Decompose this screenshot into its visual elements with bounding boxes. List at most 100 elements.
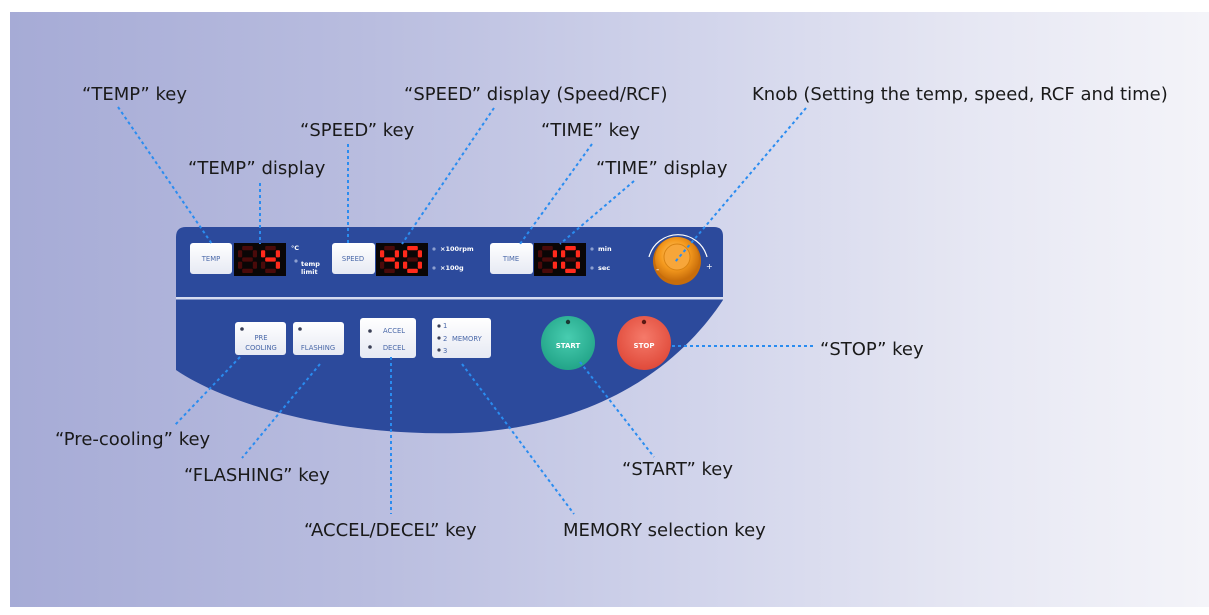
callout-speed-key: “SPEED” key — [300, 120, 415, 141]
seven-segment-digit — [380, 246, 399, 273]
rpm-unit: ×100rpm — [440, 245, 474, 253]
leader-precooling-key — [173, 356, 241, 427]
segment-d — [407, 268, 418, 273]
segment-c — [252, 261, 257, 269]
segment-g — [407, 257, 418, 262]
seven-segment-digit — [261, 246, 280, 273]
segment-f — [380, 250, 385, 258]
callout-temp-key: “TEMP” key — [82, 84, 187, 105]
speed-key-label: SPEED — [342, 255, 364, 263]
precooling-key-button[interactable]: PRE COOLING — [235, 322, 286, 355]
temp-limit-led — [294, 259, 298, 263]
segment-c — [394, 261, 399, 269]
segment-b — [252, 250, 257, 258]
memory-key-label: MEMORY — [452, 335, 483, 343]
callout-precooling-key: “Pre-cooling” key — [55, 429, 211, 450]
speed-key-button[interactable]: SPEED — [332, 243, 375, 274]
segment-d — [565, 268, 576, 273]
callout-temp-display: “TEMP” display — [188, 158, 326, 179]
seven-segment-digit — [538, 246, 557, 273]
memory-slot-3: 3 — [443, 347, 447, 355]
segment-a — [407, 246, 418, 251]
temp-key-label: TEMP — [201, 255, 220, 263]
segment-e — [380, 261, 385, 269]
rpm-led — [432, 247, 436, 251]
segment-a — [542, 246, 553, 251]
memory-key-button[interactable]: 1 2 MEMORY 3 — [432, 318, 491, 358]
callout-start-key: “START” key — [622, 459, 734, 480]
temp-key-button[interactable]: TEMP — [190, 243, 232, 274]
segment-g — [242, 257, 253, 262]
segment-a — [565, 246, 576, 251]
segment-g — [542, 257, 553, 262]
segment-c — [552, 261, 557, 269]
leader-knob — [674, 107, 807, 263]
accel-decel-key-button[interactable]: ACCEL DECEL — [360, 318, 416, 358]
callout-stop-key: “STOP” key — [820, 339, 924, 360]
rcf-unit: ×100g — [440, 264, 464, 272]
leader-temp-key — [117, 106, 213, 245]
segment-b — [552, 250, 557, 258]
segment-a — [265, 246, 276, 251]
memory-slot-2: 2 — [443, 335, 447, 343]
celsius-unit: °C — [291, 244, 299, 252]
segment-f — [538, 250, 543, 258]
flashing-key-button[interactable]: FLASHING — [293, 322, 344, 355]
segment-c — [275, 261, 280, 269]
knob-plus-label: + — [706, 262, 713, 271]
min-unit: min — [598, 245, 612, 253]
segment-c — [575, 261, 580, 269]
segment-f — [561, 250, 566, 258]
leader-time-key — [519, 143, 593, 245]
leader-start-key — [579, 361, 655, 458]
segment-g — [565, 257, 576, 262]
segment-b — [575, 250, 580, 258]
knob-minus-label: - — [656, 265, 659, 275]
segment-f — [238, 250, 243, 258]
seven-segment-digit — [238, 246, 257, 273]
segment-e — [561, 261, 566, 269]
callout-time-key: “TIME” key — [541, 120, 641, 141]
callout-time-display: “TIME” display — [596, 158, 728, 179]
temp-limit-label-temp: temp — [301, 260, 320, 268]
callout-flashing-key: “FLASHING” key — [184, 465, 330, 486]
callout-memory-key: MEMORY selection key — [563, 520, 766, 541]
seven-segment-digit — [403, 246, 422, 273]
segment-e — [538, 261, 543, 269]
memory-slot-1: 1 — [443, 322, 447, 330]
callout-accel-decel-key: “ACCEL/DECEL” key — [304, 520, 477, 541]
min-led — [590, 247, 594, 251]
time-key-button[interactable]: TIME — [490, 243, 533, 274]
temp-display — [234, 243, 286, 276]
accel-label: ACCEL — [383, 327, 405, 335]
segment-a — [242, 246, 253, 251]
segment-b — [275, 250, 280, 258]
segment-d — [265, 268, 276, 273]
segment-g — [265, 257, 276, 262]
callout-speed-display: “SPEED” display (Speed/RCF) — [404, 84, 668, 105]
segment-b — [394, 250, 399, 258]
segment-e — [238, 261, 243, 269]
leader-memory-key — [461, 363, 575, 515]
time-display — [534, 243, 586, 276]
leader-flashing-key — [241, 363, 321, 459]
sec-unit: sec — [598, 264, 610, 272]
stop-key-button[interactable]: STOP — [617, 316, 671, 370]
speed-display — [376, 243, 428, 276]
callout-knob: Knob (Setting the temp, speed, RCF and t… — [752, 84, 1168, 105]
segment-f — [403, 250, 408, 258]
segment-d — [542, 268, 553, 273]
segment-d — [384, 268, 395, 273]
panel-separator — [176, 297, 723, 300]
segment-e — [261, 261, 266, 269]
precooling-label-pre: PRE — [254, 334, 267, 342]
precooling-label-cooling: COOLING — [245, 344, 277, 352]
start-key-button[interactable]: START — [541, 316, 595, 370]
segment-c — [417, 261, 422, 269]
rcf-led — [432, 266, 436, 270]
start-key-label: START — [556, 342, 581, 350]
leader-speed-display — [401, 107, 495, 245]
stop-key-label: STOP — [634, 342, 655, 350]
